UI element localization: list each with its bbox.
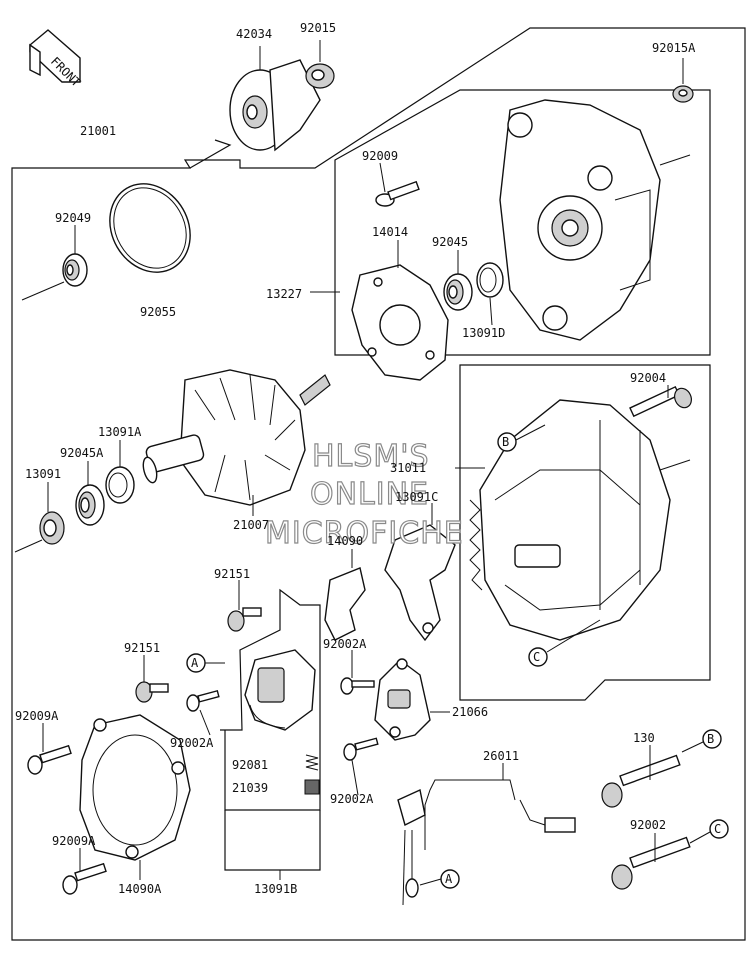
screw-92151-mid [135,655,169,703]
regulator-body [244,649,316,731]
label-31011: 31011 [390,461,426,475]
callout-b-bolt-text: B [707,732,714,746]
watermark: HLSM'S ONLINE MICROFICHE [264,438,464,551]
callout-c-rear-text: C [533,650,540,664]
bearing-92049 [21,225,88,301]
lead-26011 [397,763,576,906]
callout-a-lead: A [419,869,460,889]
front-housing [499,99,691,341]
pulley-42034 [229,46,321,152]
callout-b-rear-text: B [502,435,509,449]
callout-b-bolt: B [681,729,722,753]
rear-housing-frame [459,364,711,701]
seal-13091A [105,440,135,504]
label-92151-mid: 92151 [124,641,160,655]
nut-92015A [672,58,694,103]
label-92004: 92004 [630,371,666,385]
label-92045A: 92045A [60,446,104,460]
label-92015: 92015 [300,21,336,35]
regulator-frame-lower [224,810,321,871]
label-92049: 92049 [55,211,91,225]
o-ring-92055 [109,183,191,273]
screw-92009A-top [27,723,72,775]
label-92151-top: 92151 [214,567,250,581]
bolt-92002 [611,833,691,890]
label-13091C: 13091C [395,490,438,504]
bearing-92045 [443,250,473,311]
label-13091A: 13091A [98,425,142,439]
rear-cover-14090A [79,714,191,880]
label-92009A-bot: 92009A [52,834,96,848]
label-92002A-left: 92002A [170,736,214,750]
screw-92002A-upper [340,650,375,695]
label-92045: 92045 [432,235,468,249]
label-92002A-top: 92002A [323,637,367,651]
screw-92009 [375,162,420,207]
label-14090: 14090 [327,534,363,548]
callout-c-bolt-text: C [714,822,721,836]
label-92002: 92002 [630,818,666,832]
callout-a-regulator: A [186,653,225,673]
label-92081: 92081 [232,758,268,772]
label-21007: 21007 [233,518,269,532]
brush-holder-13091C [384,503,456,642]
label-21066: 21066 [452,705,488,719]
label-92002A-bot: 92002A [330,792,374,806]
screw-92151-top [227,580,262,632]
spring-92081 [305,754,319,771]
label-92015A: 92015A [652,41,696,55]
retainer-plate-14014 [351,240,449,381]
front-arrow: FRONT [29,29,83,90]
bolt-92004 [629,385,692,418]
screw-92002A-regulator [186,689,220,736]
regulator-frame [220,588,321,811]
callout-b-rear: B [497,424,546,452]
label-13091: 13091 [25,467,61,481]
nut-92015 [305,40,335,89]
watermark-line2: ONLINE [310,477,429,512]
label-92055: 92055 [140,305,176,319]
front-cover-frame [334,89,711,356]
seal-13091D [476,262,504,326]
screw-92002A-lower [343,737,379,796]
label-92009: 92009 [362,149,398,163]
callout-a-regulator-text: A [191,656,199,670]
label-13227: 13227 [266,287,302,301]
label-13091D: 13091D [462,326,505,340]
label-26011: 26011 [483,749,519,763]
callout-a-lead-text: A [445,872,453,886]
part-labels: 42034 92015 92015A 21001 92009 92049 140… [15,21,696,896]
screw-92009A-bottom [62,848,107,895]
label-42034: 42034 [236,27,272,41]
label-92009A-top: 92009A [15,709,59,723]
watermark-line1: HLSM'S [312,439,430,474]
outer-frame [11,27,746,941]
label-130: 130 [633,731,655,745]
watermark-line3: MICROFICHE [265,516,464,551]
label-21039: 21039 [232,781,268,795]
label-13091B: 13091B [254,882,297,896]
collar-13091 [14,482,65,553]
regulator-21066 [374,658,450,741]
label-14090A: 14090A [118,882,162,896]
label-14014: 14014 [372,225,408,239]
rotor-21007 [142,369,331,516]
bolt-130 [601,745,681,808]
rear-housing-31011 [455,399,691,641]
bracket-14090 [324,549,366,641]
bearing-92045A [75,461,105,526]
callout-c-bolt: C [689,819,729,844]
brush-21039 [304,779,320,795]
label-21001: 21001 [80,124,116,138]
callout-c-rear: C [528,619,601,667]
